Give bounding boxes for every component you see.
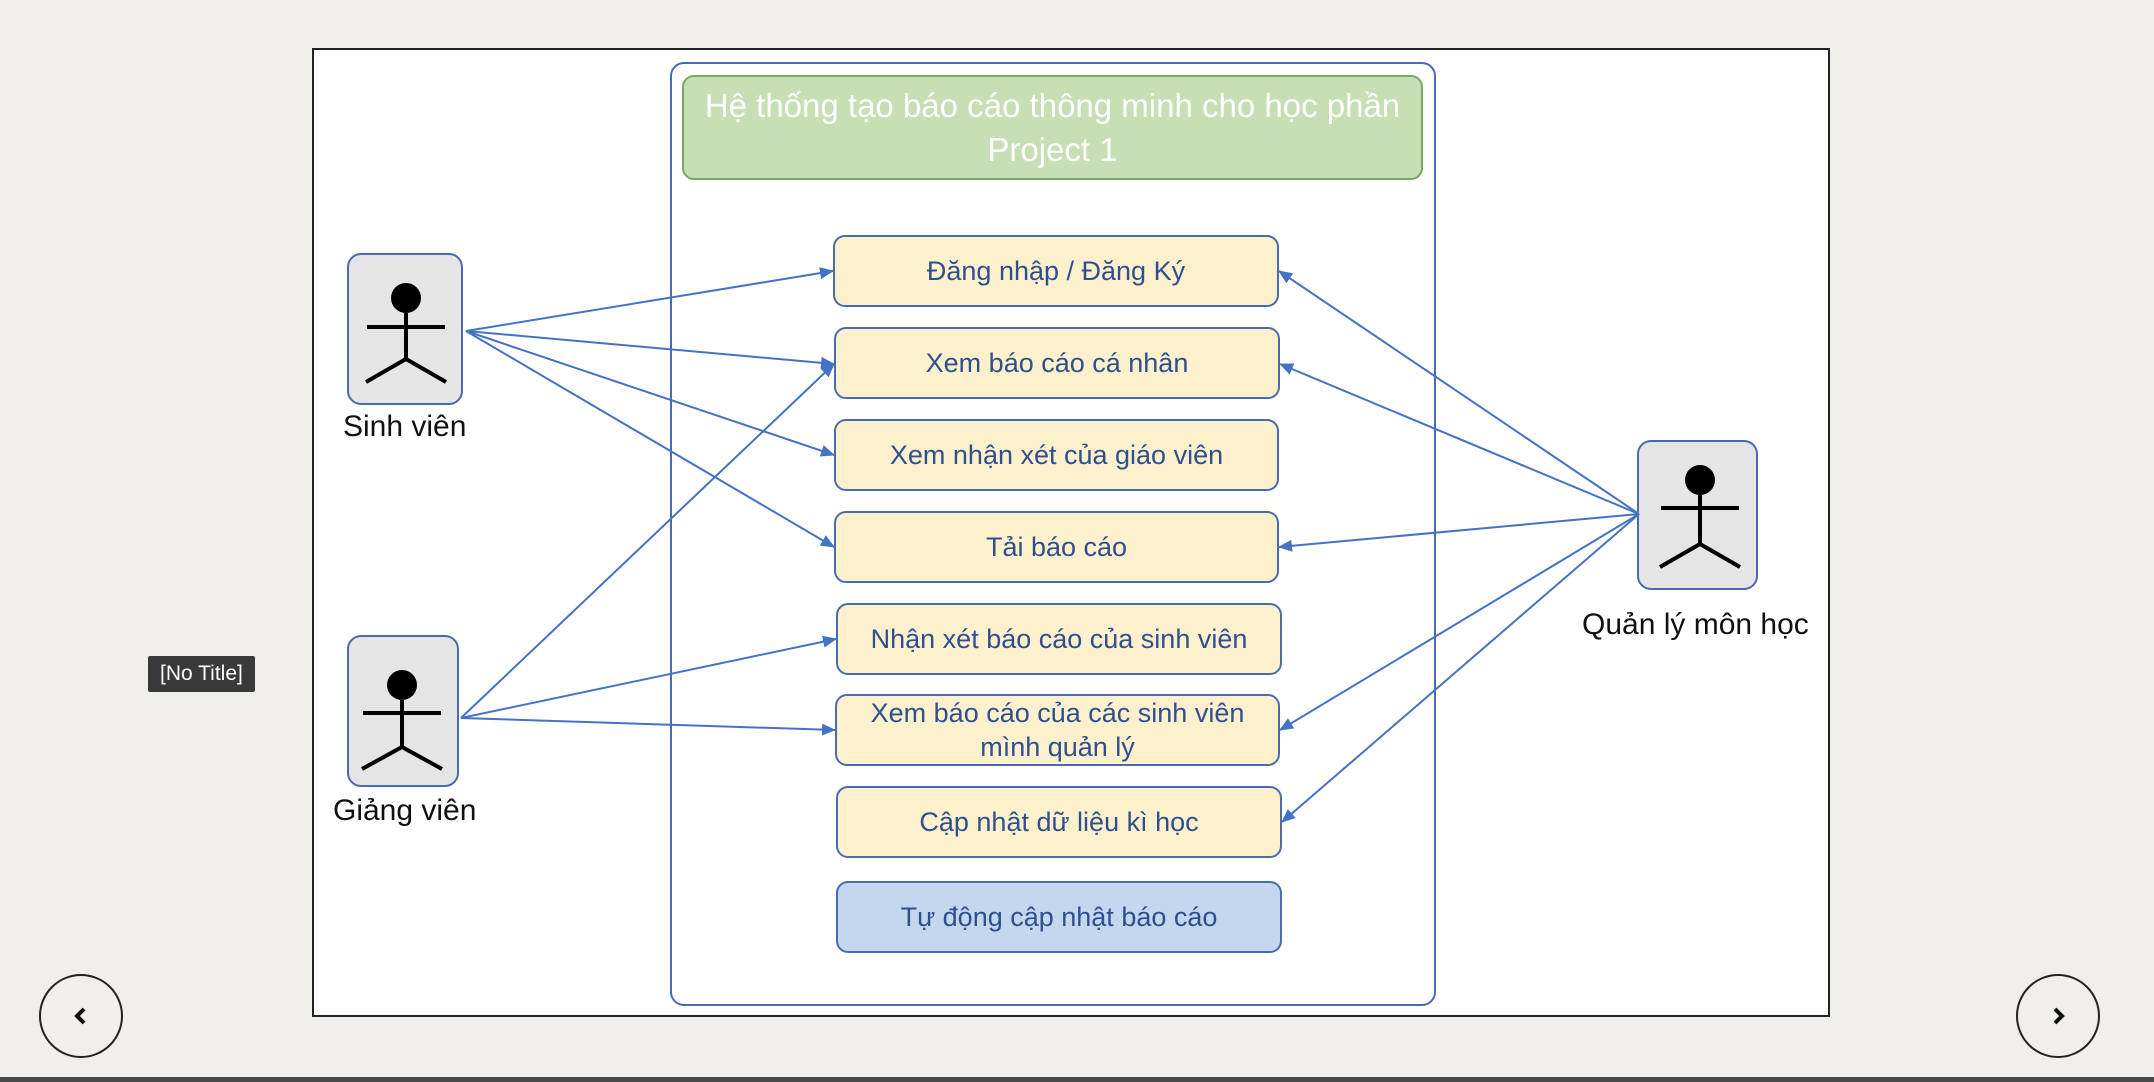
bottom-border xyxy=(0,1077,2154,1082)
usecase-view-managed-reports: Xem báo cáo của các sinh viên mình quản … xyxy=(835,694,1280,766)
actor-student xyxy=(347,253,463,405)
previous-slide-button[interactable] xyxy=(39,974,123,1058)
usecase-login-label: Đăng nhập / Đăng Ký xyxy=(926,256,1186,286)
usecase-download-report: Tải báo cáo xyxy=(834,511,1279,583)
actor-lecturer-label: Giảng viên xyxy=(333,794,477,827)
actor-lecturer xyxy=(347,635,459,787)
usecase-view-personal-report: Xem báo cáo cá nhân xyxy=(834,327,1280,399)
usecase-view-teacher-comments: Xem nhận xét của giáo viên xyxy=(834,419,1279,491)
stick-figure-icon xyxy=(365,283,447,384)
usecase-update-semester-data-label: Cập nhật dữ liệu kì học xyxy=(919,807,1199,837)
usecase-view-teacher-comments-label: Xem nhận xét của giáo viên xyxy=(889,440,1224,470)
system-title: Hệ thống tạo báo cáo thông minh cho học … xyxy=(682,75,1423,180)
actor-student-label: Sinh viên xyxy=(343,410,467,443)
stick-figure-icon xyxy=(361,670,443,771)
usecase-comment-student-report: Nhận xét báo cáo của sinh viên xyxy=(836,603,1282,675)
usecase-view-personal-report-label: Xem báo cáo cá nhân xyxy=(925,348,1189,378)
actor-course-manager xyxy=(1637,440,1758,590)
usecase-login: Đăng nhập / Đăng Ký xyxy=(833,235,1279,307)
chevron-right-icon xyxy=(2053,1007,2065,1025)
stick-figure-icon xyxy=(1659,465,1741,569)
actor-course-manager-label: Quản lý môn học xyxy=(1582,608,1809,641)
usecase-update-semester-data: Cập nhật dữ liệu kì học xyxy=(836,786,1282,858)
system-title-line1: Hệ thống tạo báo cáo thông minh cho học … xyxy=(704,86,1401,124)
usecase-auto-update-report: Tự động cập nhật báo cáo xyxy=(836,881,1282,953)
usecase-comment-student-report-label: Nhận xét báo cáo của sinh viên xyxy=(870,624,1248,654)
next-slide-button[interactable] xyxy=(2016,974,2100,1058)
usecase-view-managed-reports-line1: Xem báo cáo của các sinh viên xyxy=(870,698,1245,728)
usecase-auto-update-report-label: Tự động cập nhật báo cáo xyxy=(900,902,1218,932)
chevron-left-icon xyxy=(74,1007,86,1025)
usecase-download-report-label: Tải báo cáo xyxy=(985,532,1128,562)
system-title-line2: Project 1 xyxy=(987,130,1118,168)
no-title-tooltip: [No Title] xyxy=(148,656,255,692)
usecase-view-managed-reports-line2: mình quản lý xyxy=(980,732,1135,762)
